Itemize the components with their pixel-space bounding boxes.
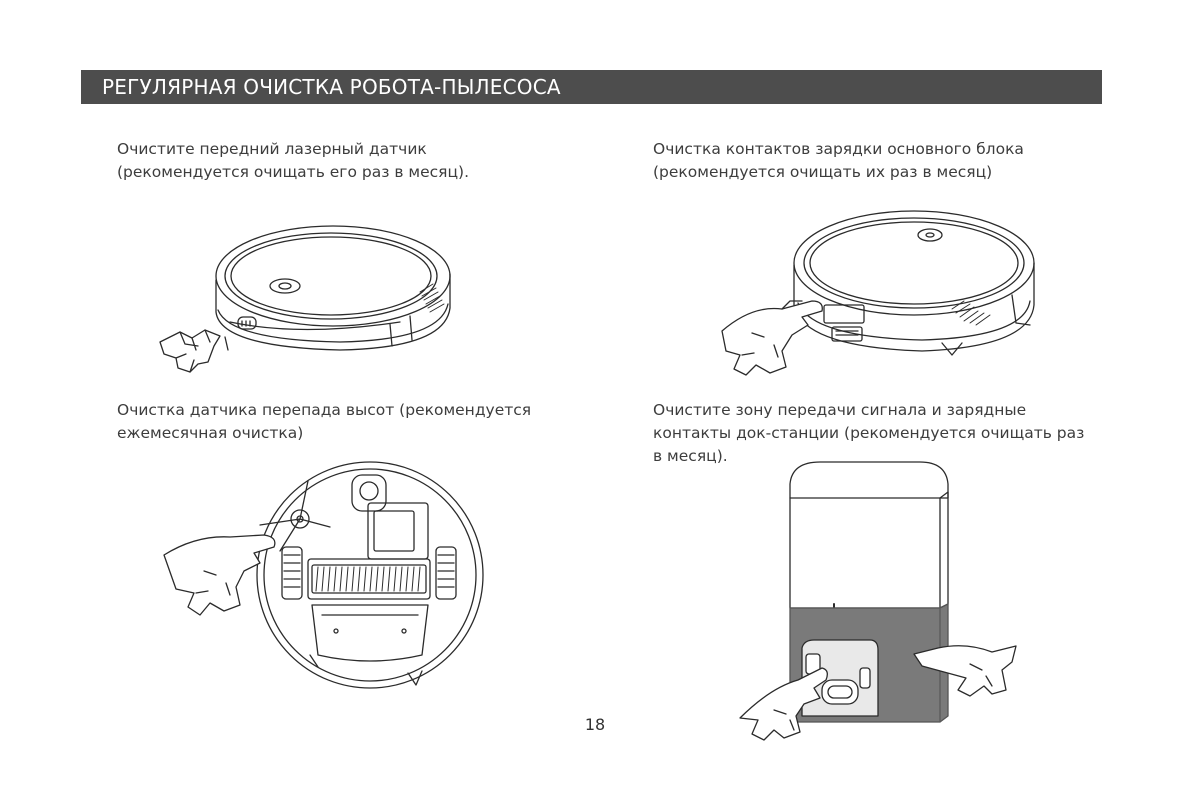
caption-line: Очистка датчика перепада высот (рекоменд… <box>117 401 532 419</box>
page-number: 18 <box>584 715 606 734</box>
caption-laser-sensor: Очистите передний лазерный датчик (реком… <box>117 138 469 184</box>
caption-line: Очистите передний лазерный датчик <box>117 140 427 158</box>
section-title: РЕГУЛЯРНАЯ ОЧИСТКА РОБОТА-ПЫЛЕСОСА <box>102 75 561 99</box>
robot-front-sensor-illustration <box>159 225 451 373</box>
caption-line: в месяц). <box>653 447 728 465</box>
caption-charging-contacts: Очистка контактов зарядки основного блок… <box>653 138 1024 184</box>
robot-cliff-sensor-illustration <box>163 461 484 689</box>
caption-line: Очистите зону передачи сигнала и зарядны… <box>653 401 1027 419</box>
caption-line: Очистка контактов зарядки основного блок… <box>653 140 1024 158</box>
dock-station-illustration <box>739 461 1017 741</box>
caption-line: (рекомендуется очищать их раз в месяц) <box>653 163 993 181</box>
robot-charging-contacts-illustration <box>721 210 1035 376</box>
section-header-bar: РЕГУЛЯРНАЯ ОЧИСТКА РОБОТА-ПЫЛЕСОСА <box>81 70 1102 104</box>
caption-line: (рекомендуется очищать его раз в месяц). <box>117 163 470 181</box>
caption-line: ежемесячная очистка) <box>117 424 304 442</box>
caption-cliff-sensor: Очистка датчика перепада высот (рекоменд… <box>117 399 531 445</box>
caption-line: контакты док-станции (рекомендуется очищ… <box>653 424 1085 442</box>
caption-dock-station: Очистите зону передачи сигнала и зарядны… <box>653 399 1084 468</box>
